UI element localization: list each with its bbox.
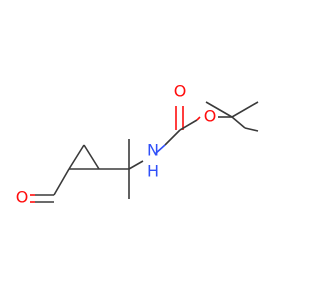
heteroatom-bonds [30,106,232,203]
bond-quaternary-to-n [128,160,144,170]
ester-oxygen-label: O [204,107,217,126]
bond-carbonyl-to-n [164,129,181,146]
bond-ring-top-left [68,144,85,170]
bond-ring-right-top [83,144,100,170]
bond-ring-to-aldehyde [53,168,70,196]
bond-tbutyl-methyl-down-end [244,127,259,132]
bond-tbutyl-methyl-down [231,116,246,129]
bond-tbutyl-methyl-right [231,101,259,118]
carbonyl-oxygen-label: O [174,82,187,101]
amine-nitrogen-label: N [147,141,159,160]
molecule-structure: O O O N H [16,82,259,207]
amine-hydrogen-label: H [147,162,159,181]
bond-ester-o-segment [196,116,201,121]
atom-labels: O O O N H [16,82,217,207]
bond-carbonyl-to-ester-o [179,119,198,131]
bond-tbutyl-methyl-left [205,101,233,118]
aldehyde-oxygen-label: O [16,188,29,207]
carbon-skeleton [53,101,259,199]
bond-n-segment [154,144,166,155]
